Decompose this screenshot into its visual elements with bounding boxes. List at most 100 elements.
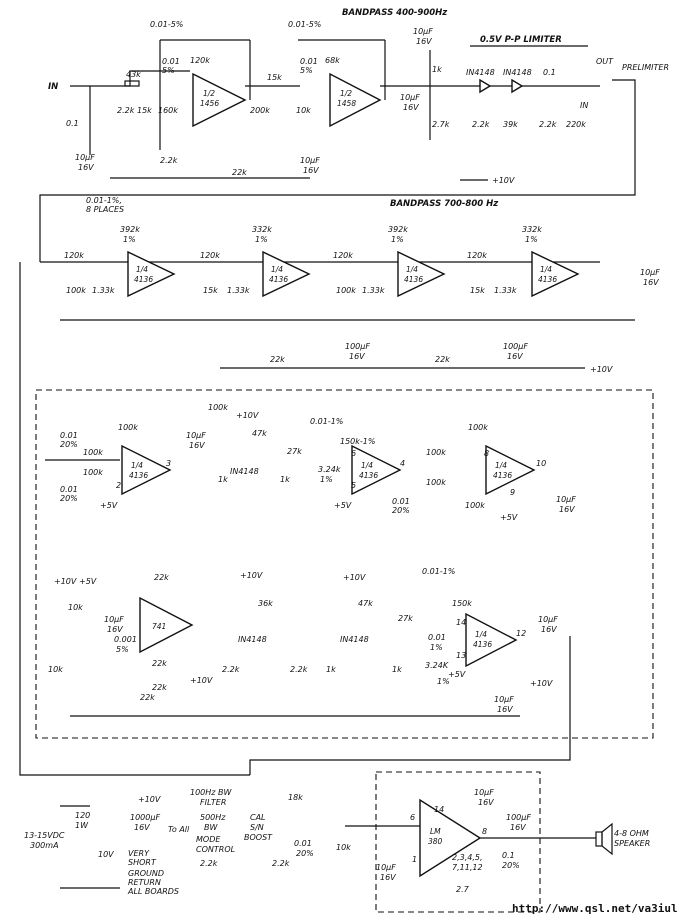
all-boards-label: ALL BOARDS <box>127 887 179 896</box>
dashed-board-outline <box>35 389 654 739</box>
resistor-100k-top-label: 100k <box>208 403 228 412</box>
resistor-22k-b-label: 22k <box>435 355 450 364</box>
cap-10uf-d-label: 10µF <box>494 695 514 704</box>
stage-2-bandpass-700-800: BANDPASS 700-800 Hz 0.01-1%, 8 PLACES 1/… <box>40 196 660 374</box>
resistor-2-2k-b-label: 2.2k <box>272 859 290 868</box>
cap-c3-label: 0.01-5% <box>288 20 321 29</box>
cap-0-01-1-label: 0.01-1% <box>310 417 343 426</box>
pin-14-label: 14 <box>456 618 466 627</box>
zener-10v-label: 10V <box>98 850 114 859</box>
op-amp-741 <box>139 596 194 654</box>
pot-10k-label: 10k <box>336 843 351 852</box>
sn-label: S/N <box>250 823 264 832</box>
cap-16v-label: 16V <box>643 278 659 287</box>
cap-0-01-label: 0.01 <box>294 839 312 848</box>
cap-16v-b-label: 16V <box>380 873 396 882</box>
cap-0-01c-label: 0.01 <box>392 497 410 506</box>
cap-10uf-b-label: 10µF <box>300 156 320 165</box>
cap-16v-c-label: 16V <box>541 625 557 634</box>
resistor-1k-label: 1k <box>432 65 442 74</box>
signal-return-wire <box>19 262 250 776</box>
resistor-100k-g-label: 100k <box>465 501 485 510</box>
diode-3-label: IN4148 <box>340 635 369 644</box>
places-label: 8 PLACES <box>86 205 124 214</box>
pct-c-label: 1% <box>391 235 404 244</box>
cap-16v-label: 16V <box>478 798 494 807</box>
plus-5v-d-label: +5V <box>79 577 97 586</box>
resistor-100k-f-label: 100k <box>468 423 488 432</box>
pin-13-label: 13 <box>456 651 466 660</box>
cap-10uf-c-label: 10µF <box>538 615 558 624</box>
filter-100hz-label: 100Hz BW <box>190 788 233 797</box>
cap-100uf-a-label: 100µF <box>345 342 370 351</box>
cap-10uf-b-label: 10µF <box>104 615 124 624</box>
cap-16v-a-label: 16V <box>78 163 94 172</box>
cap-10uf-label: 10µF <box>474 788 494 797</box>
resistor-10k-b-label: 10k <box>48 665 63 674</box>
op-amp-2-type: 1458 <box>337 99 356 108</box>
op-amp-4136-d <box>531 250 580 298</box>
speaker-label: SPEAKER <box>614 839 650 848</box>
footer-url[interactable]: http://www.qsl.net/va3iul <box>512 902 678 915</box>
plus-10v-e-label: +10V <box>343 573 366 582</box>
to-all-label: To All <box>168 825 190 834</box>
cap-10uf-a-label: 10µF <box>75 153 95 162</box>
op-e-type: 4136 <box>129 471 148 480</box>
op-b-type: 4136 <box>269 275 288 284</box>
cap-16v-c-label: 16V <box>510 823 526 832</box>
lm380-gnd-pins-2: 7,11,12 <box>452 863 483 872</box>
pin-6-label: 6 <box>351 449 356 458</box>
resistor-22k-c-label: 22k <box>152 683 167 692</box>
resistor-120k-b-label: 120k <box>200 251 220 260</box>
lm380-amplifier <box>419 798 482 878</box>
op-amp-4136-b <box>262 250 311 298</box>
cap-c1-label: 0.01-5% <box>150 20 183 29</box>
plus-10v-d-label: +10V <box>240 571 263 580</box>
resistor-150k-1-label: 150k-1% <box>340 437 375 446</box>
plus-5v-b-label: +5V <box>334 501 352 510</box>
diode-1-label: IN4148 <box>466 68 495 77</box>
resistor-39k-label: 39k <box>503 120 518 129</box>
resistor-1k-d-label: 1k <box>392 665 402 674</box>
op-c-type: 4136 <box>404 275 423 284</box>
resistor-332k-b-label: 332k <box>522 225 542 234</box>
resistor-1-33k-c-label: 1.33k <box>362 286 385 295</box>
op-amp-4136-a <box>127 250 176 298</box>
op-h-type: 4136 <box>473 640 492 649</box>
resistor-200k-label: 200k <box>250 106 270 115</box>
resistor-1-33k-d-label: 1.33k <box>494 286 517 295</box>
cap-0-01d-label: 0.01 <box>428 633 446 642</box>
cap-c2b-label: 5% <box>162 66 175 75</box>
plus-5v-c-label: +5V <box>500 513 518 522</box>
op-c-part: 1/4 <box>406 265 418 274</box>
power-and-mode-section: 120 1W 13-15VDC 300mA 1000µF 16V To All … <box>19 262 571 896</box>
plus-5v-label: +5V <box>100 501 118 510</box>
resistor-120k-d-label: 120k <box>467 251 487 260</box>
diode-2-label: IN4148 <box>503 68 532 77</box>
resistor-68k-label: 68k <box>325 56 340 65</box>
pin-3-label: 3 <box>166 459 171 468</box>
plus-10v-label: +10V <box>236 411 259 420</box>
lm380-gnd-pins: 2,3,4,5, <box>452 853 483 862</box>
pct-d-label: 1% <box>525 235 538 244</box>
mode-feed-wire <box>249 636 571 775</box>
cap-16v-a-label: 16V <box>349 352 365 361</box>
pct-label: 1% <box>320 475 333 484</box>
diode-1-symbol <box>479 78 492 94</box>
resistor-2-2k-a-label: 2.2k <box>200 859 218 868</box>
boost-label: BOOST <box>244 833 273 842</box>
switch-in-label: IN <box>580 101 588 110</box>
cap-10uf-e-label: 10µF <box>556 495 576 504</box>
op-amp-1-type: 1456 <box>200 99 219 108</box>
resistor-392k-b-label: 392k <box>388 225 408 234</box>
resistor-1-33k-b-label: 1.33k <box>227 286 250 295</box>
plus-5v-e-label: +5V <box>448 670 466 679</box>
cap-10uf-label: 10µF <box>640 268 660 277</box>
bandpass-400-900-heading: BANDPASS 400-900Hz <box>342 8 447 18</box>
op-amp-1456 <box>192 72 247 128</box>
resistor-100k-b-label: 100k <box>336 286 356 295</box>
speaker-cone <box>601 822 613 856</box>
resistor-22k-label: 22k <box>232 168 247 177</box>
lm380-pin-1: 1 <box>412 855 417 864</box>
cap-100uf-label: 100µF <box>506 813 531 822</box>
